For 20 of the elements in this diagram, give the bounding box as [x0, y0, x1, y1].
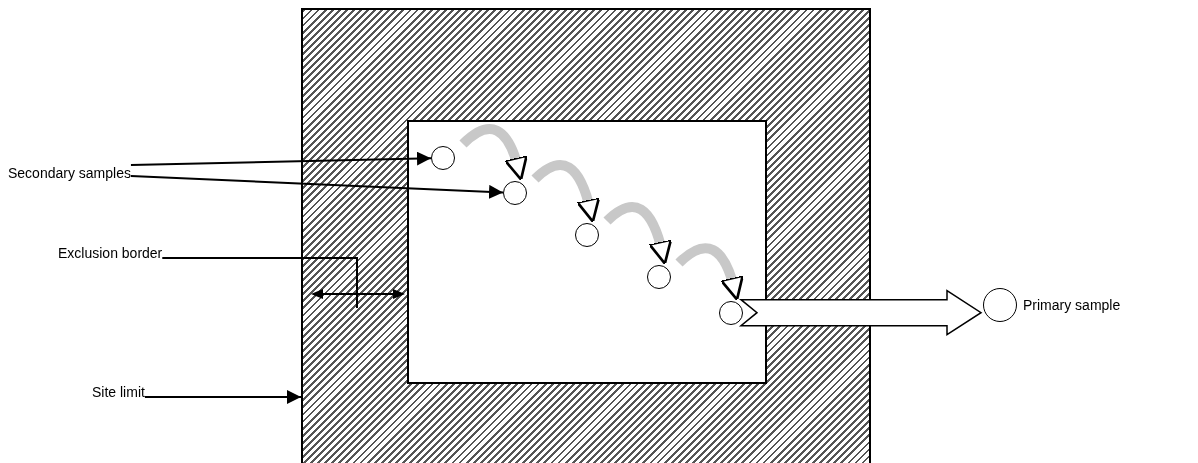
block-arrow [738, 289, 983, 336]
label-text: Secondary samples [8, 165, 131, 181]
leader-line [161, 257, 358, 309]
curved-arrow [603, 202, 672, 265]
label-text: Exclusion border [58, 245, 163, 261]
curved-arrow [675, 243, 744, 301]
sample-circle [983, 288, 1017, 322]
label-text: Site limit [92, 384, 145, 400]
arrow [129, 151, 432, 166]
arrow [143, 390, 302, 404]
site-area [301, 8, 871, 463]
exclusion-area [407, 120, 767, 384]
sample-circle [431, 146, 455, 170]
curved-arrow [531, 160, 600, 223]
sample-label: Primary sample [1023, 297, 1121, 313]
sample-circle [503, 181, 527, 205]
sample-circle [575, 223, 599, 247]
sample-circle [719, 301, 743, 325]
arrow [129, 175, 504, 199]
sample-circle [647, 265, 671, 289]
